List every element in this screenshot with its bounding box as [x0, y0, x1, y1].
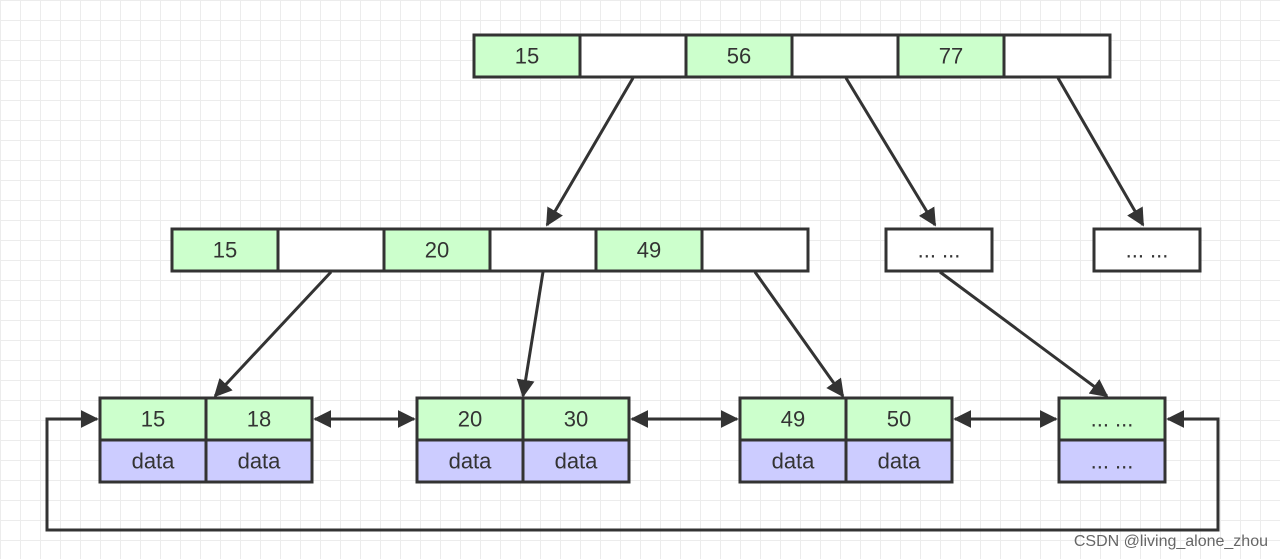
internal-key-cell — [382, 227, 492, 273]
root-key-label: 56 — [727, 44, 751, 69]
edge-arrow — [516, 271, 545, 398]
leaf-data-cell — [1057, 438, 1167, 484]
leaf-data-cell — [844, 438, 954, 484]
edge-arrow — [844, 77, 937, 227]
internal-pointer-cell — [488, 227, 598, 273]
root-pointer-cell — [578, 33, 688, 79]
leaf-key-label: 15 — [141, 407, 165, 432]
internal-node: 15 20 49 — [170, 227, 810, 273]
leaf-node: ... ... ... ... — [1057, 396, 1167, 484]
placeholder-node: ... ... — [884, 227, 994, 273]
leaf-data-label: data — [878, 449, 922, 474]
edge-arrow — [753, 271, 845, 398]
leaf-key-label: 49 — [781, 407, 805, 432]
leaf-data-label: data — [238, 449, 282, 474]
placeholder-label: ... ... — [918, 238, 961, 263]
internal-key-label: 49 — [637, 238, 661, 263]
internal-key-label: 15 — [213, 238, 237, 263]
leaf-data-label: data — [449, 449, 493, 474]
edge-arrow — [545, 77, 635, 227]
root-pointer-cell — [1002, 33, 1112, 79]
leaf-node: 20 30 data data — [415, 396, 631, 484]
circular-link-arrow — [45, 410, 1220, 532]
leaf-node: 49 50 data data — [738, 396, 954, 484]
placeholder-label: ... ... — [1126, 238, 1169, 263]
root-key-cell — [684, 33, 794, 79]
leaf-key-label: ... ... — [1091, 407, 1134, 432]
root-key-cell — [472, 33, 582, 79]
edge-arrow — [213, 270, 333, 398]
leaf-key-label: 30 — [564, 407, 588, 432]
placeholder-cell — [1092, 227, 1202, 273]
internal-pointer-cell — [276, 227, 386, 273]
root-key-label: 77 — [939, 44, 963, 69]
leaf-data-cell — [738, 438, 848, 484]
leaf-data-label: data — [772, 449, 816, 474]
leaf-key-label: 50 — [887, 407, 911, 432]
internal-key-label: 20 — [425, 238, 449, 263]
leaf-data-cell — [204, 438, 314, 484]
leaf-node: 15 18 data data — [98, 396, 314, 484]
internal-pointer-cell — [700, 227, 810, 273]
edge-arrow — [939, 270, 1109, 398]
placeholder-node: ... ... — [1092, 227, 1202, 273]
leaf-data-cell — [521, 438, 631, 484]
root-key-cell — [896, 33, 1006, 79]
edge-arrow — [1056, 77, 1145, 227]
watermark: CSDN @living_alone_zhou — [1073, 533, 1268, 550]
root-key-label: 15 — [515, 44, 539, 69]
root-node: 15 56 77 — [472, 33, 1112, 79]
leaf-key-label: 18 — [247, 407, 271, 432]
leaf-key-label: 20 — [458, 407, 482, 432]
leaf-data-label: ... ... — [1091, 449, 1134, 474]
leaf-data-label: data — [132, 449, 176, 474]
leaf-data-label: data — [555, 449, 599, 474]
placeholder-cell — [884, 227, 994, 273]
root-pointer-cell — [790, 33, 900, 79]
